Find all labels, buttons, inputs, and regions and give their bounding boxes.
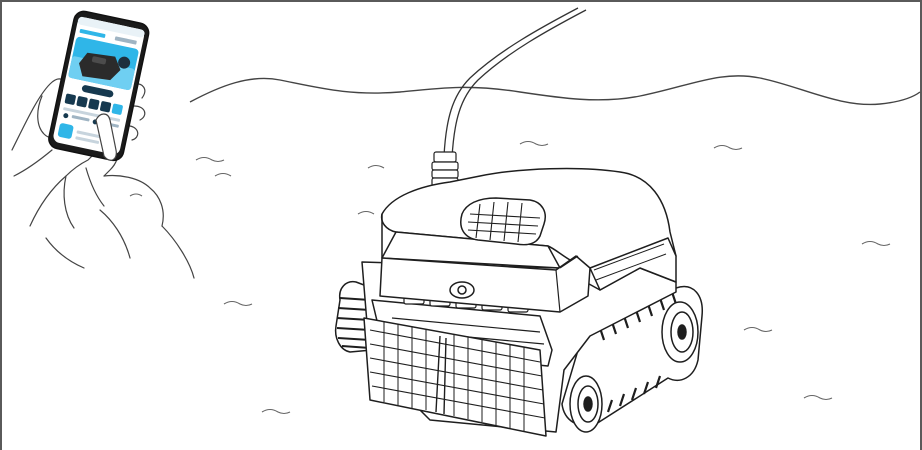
water-surface-line [190, 76, 920, 105]
power-cable [444, 8, 586, 158]
top-grille [461, 198, 545, 245]
pool-robot [336, 169, 703, 436]
